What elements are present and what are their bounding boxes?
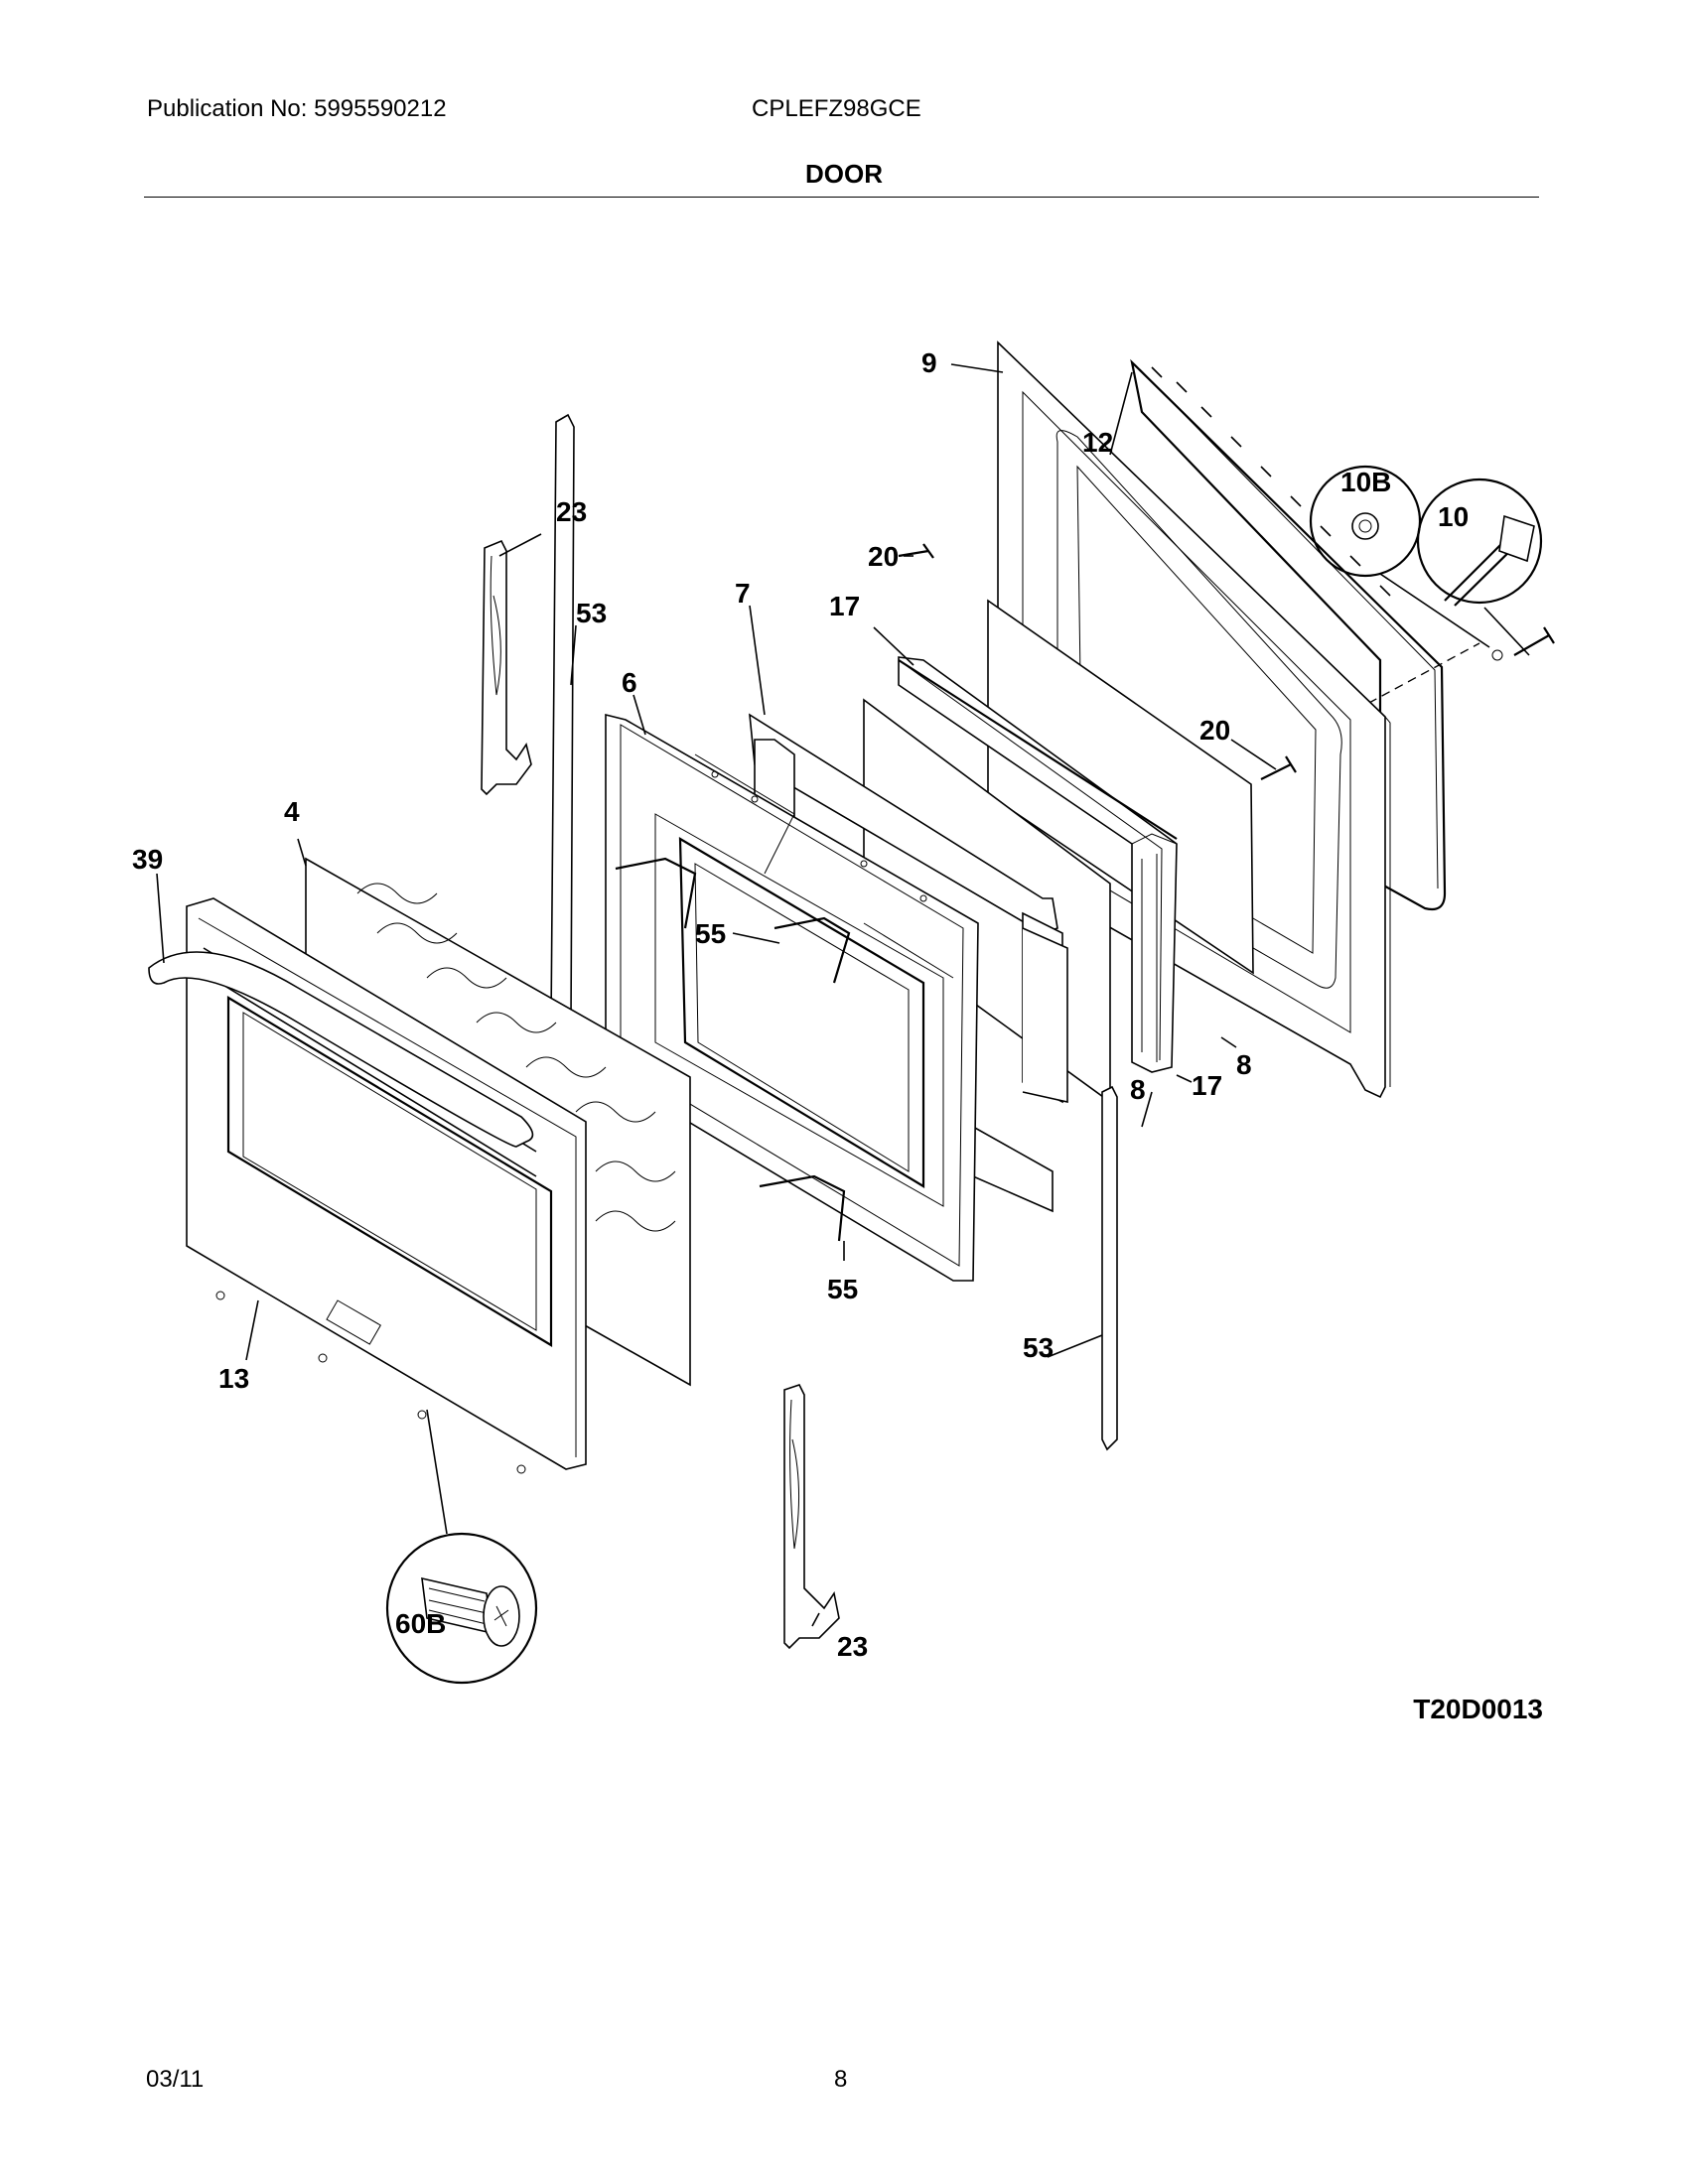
bolt-detail	[1416, 478, 1555, 661]
outer-door	[186, 897, 587, 1474]
callout-10: 10	[1438, 501, 1469, 532]
callout-17-bottom: 17	[1192, 1070, 1222, 1101]
model-number: CPLEFZ98GCE	[752, 95, 921, 122]
callout-4: 4	[284, 796, 300, 827]
hinge-brackets	[615, 857, 851, 1242]
top-hinge	[481, 539, 532, 796]
window-pack-rear	[898, 599, 1254, 1073]
screw-20-top	[898, 543, 934, 559]
callout-6: 6	[622, 667, 637, 698]
right-channel	[1101, 1085, 1118, 1451]
leader-lines	[156, 363, 1277, 1627]
callout-23-bottom: 23	[837, 1631, 868, 1662]
bottom-hinge	[783, 1384, 840, 1650]
callout-9: 9	[921, 347, 937, 378]
callout-17-top: 17	[829, 591, 860, 621]
footer-date: 03/11	[146, 2066, 205, 2093]
section-title: DOOR	[805, 159, 883, 189]
callout-8-right: 8	[1236, 1049, 1252, 1080]
callout-20-right: 20	[1199, 715, 1230, 746]
callout-20-top: 20	[868, 541, 899, 572]
publication-number: Publication No: 5995590212	[147, 95, 447, 122]
header-rule	[144, 197, 1539, 198]
callout-7: 7	[735, 578, 751, 609]
callout-13: 13	[218, 1363, 249, 1394]
washer-detail	[1309, 465, 1490, 648]
callout-23-top: 23	[556, 496, 587, 527]
callout-10B: 10B	[1340, 467, 1391, 497]
callout-8-left: 8	[1130, 1074, 1146, 1105]
callout-39: 39	[132, 844, 163, 875]
callout-12: 12	[1082, 427, 1113, 458]
door-handle	[148, 951, 534, 1148]
callout-53-right: 53	[1023, 1332, 1054, 1363]
screw-20-right	[1260, 755, 1297, 780]
callout-55-top: 55	[695, 918, 726, 949]
callout-60B: 60B	[395, 1608, 446, 1639]
figure-id: T20D0013	[1413, 1694, 1543, 1724]
callout-53-left: 53	[576, 598, 607, 628]
screw-detail	[385, 1409, 538, 1685]
callout-55-bottom: 55	[827, 1274, 858, 1304]
page-number: 8	[834, 2066, 848, 2093]
